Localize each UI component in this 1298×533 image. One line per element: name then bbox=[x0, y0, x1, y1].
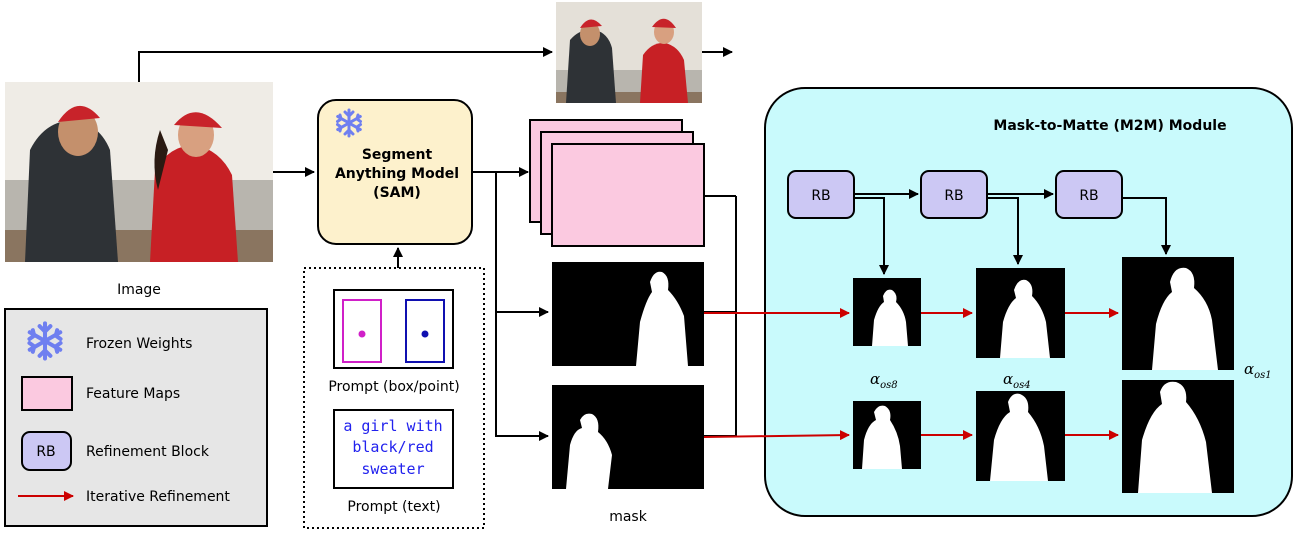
alpha-os8-mask-1 bbox=[853, 278, 921, 346]
refinement-block-3 bbox=[1055, 170, 1123, 219]
sam-title-line1: Segment bbox=[362, 147, 433, 163]
mask-label: mask bbox=[609, 509, 648, 525]
alpha-os1-mask-1 bbox=[1122, 257, 1234, 370]
feature-maps-stack bbox=[529, 119, 705, 247]
legend-rb-short: RB bbox=[36, 444, 55, 460]
legend-iterative-label: Iterative Refinement bbox=[86, 489, 230, 505]
sam-mask-1 bbox=[552, 262, 704, 366]
point-prompt-blue bbox=[421, 330, 429, 338]
sam-block: Segment Anything Model (SAM) bbox=[317, 99, 473, 245]
sam-mask-2 bbox=[552, 385, 704, 489]
legend-feature-swatch bbox=[21, 376, 73, 411]
box-prompt-blue bbox=[405, 299, 445, 363]
alpha-os1-label: αos1 bbox=[1244, 360, 1272, 381]
alpha-os8-label: αos8 bbox=[870, 370, 898, 391]
sam-title-line3: (SAM) bbox=[373, 185, 421, 201]
image-copy-thumbnail bbox=[556, 2, 702, 103]
prompt-panel: Prompt (box/point) a girl with black/red… bbox=[303, 267, 485, 529]
legend-frozen-label: Frozen Weights bbox=[86, 336, 192, 352]
input-image bbox=[5, 82, 273, 262]
alpha-os1-mask-2 bbox=[1122, 380, 1234, 493]
alpha-os4-mask-2 bbox=[976, 391, 1065, 481]
point-prompt-magenta bbox=[358, 330, 366, 338]
sam-title-line2: Anything Model bbox=[335, 166, 459, 182]
alpha-os4-mask-1 bbox=[976, 268, 1065, 358]
legend-refinement-label: Refinement Block bbox=[86, 444, 210, 460]
box-point-prompt-label: Prompt (box/point) bbox=[328, 379, 459, 395]
rb2-label: RB bbox=[944, 188, 963, 204]
alpha-os4-label: αos4 bbox=[1003, 370, 1031, 391]
text-prompt-label: Prompt (text) bbox=[347, 499, 440, 515]
m2m-title: Mask-to-Matte (M2M) Module bbox=[993, 118, 1226, 134]
legend-rb-swatch bbox=[21, 431, 72, 471]
text-prompt-line2: black/red bbox=[352, 438, 433, 456]
text-prompt-line1: a girl with bbox=[343, 417, 442, 435]
rb1-label: RB bbox=[811, 188, 830, 204]
legend-feature-label: Feature Maps bbox=[86, 386, 180, 402]
text-prompt-line3: sweater bbox=[361, 460, 424, 478]
m2m-module: Mask-to-Matte (M2M) Module RB RB RB bbox=[764, 87, 1293, 517]
box-prompt-magenta bbox=[342, 299, 382, 363]
legend: Frozen Weights Feature Maps RB Refinemen… bbox=[4, 308, 268, 527]
image-label: Image bbox=[117, 282, 161, 298]
rb3-label: RB bbox=[1079, 188, 1098, 204]
alpha-os8-mask-2 bbox=[853, 401, 921, 469]
